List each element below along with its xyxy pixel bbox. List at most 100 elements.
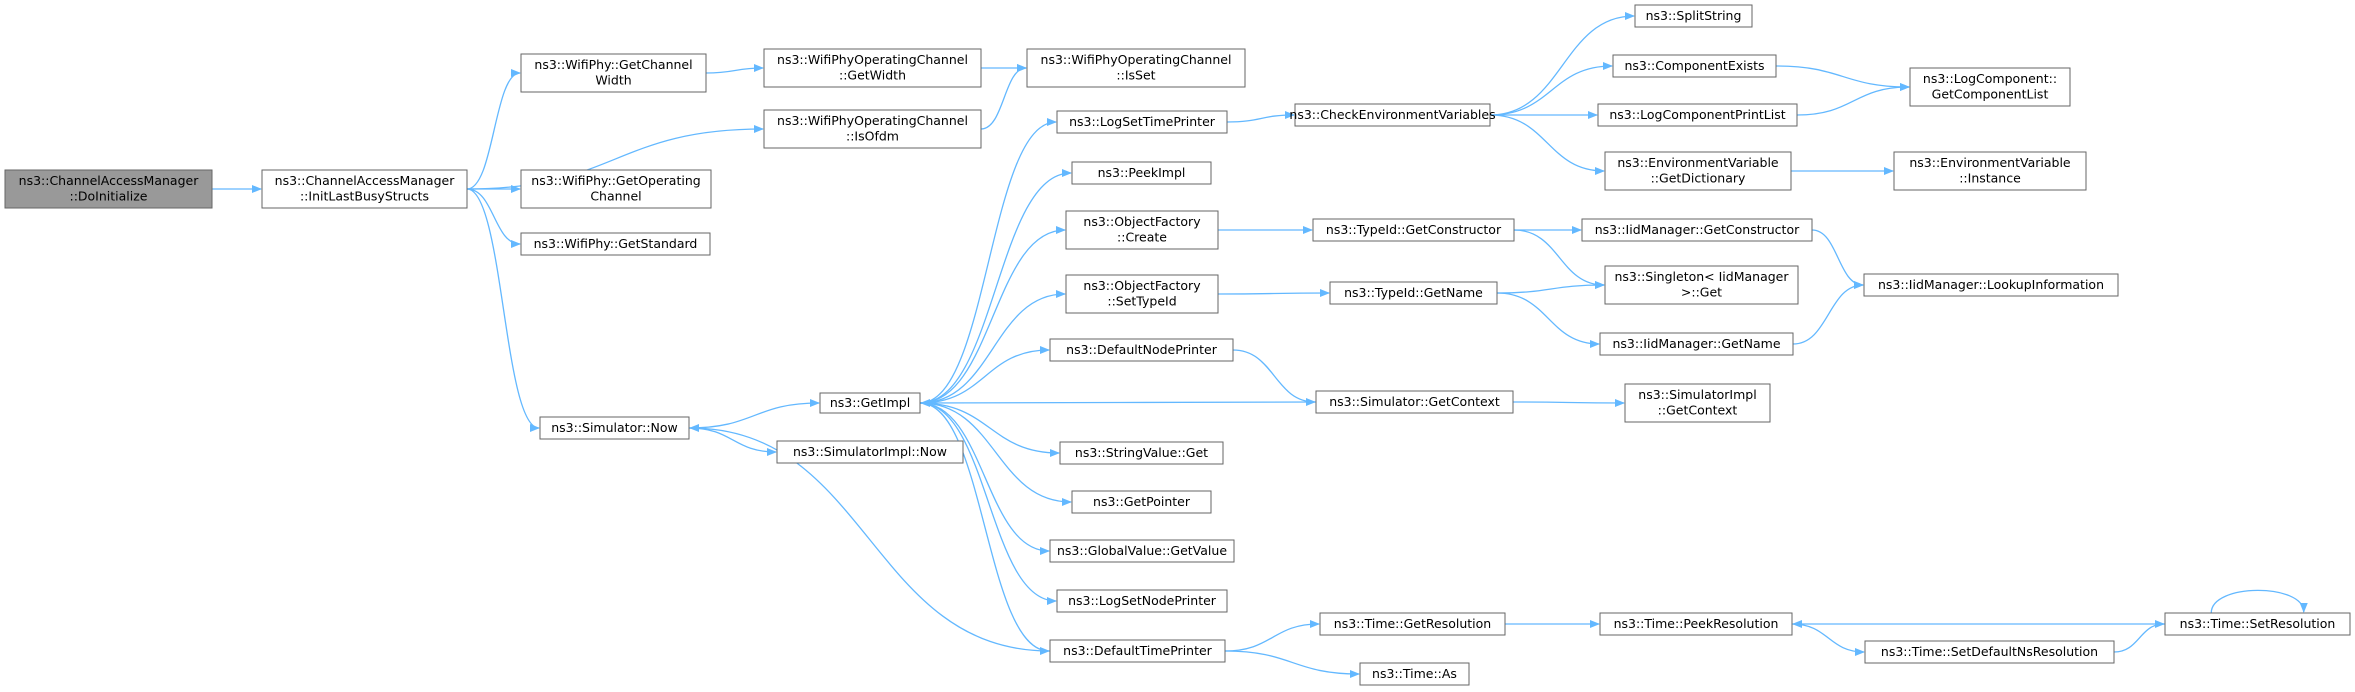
edge-iidmanager-getconstructor-to-iidmanager-lookupinformation (1811, 229, 1864, 289)
node-label: ns3::WifiPhyOperatingChannel (1041, 52, 1232, 67)
node-box (520, 53, 707, 93)
node-simulatorimpl-getcontext[interactable]: ns3::SimulatorImpl::GetContext (1624, 383, 1771, 423)
node-label: ::GetWidth (839, 68, 906, 83)
node-box (2164, 612, 2351, 636)
node-objectfactory-settypeid[interactable]: ns3::ObjectFactory::SetTypeId (1065, 274, 1219, 314)
node-globalvalue-getvalue[interactable]: ns3::GlobalValue::GetValue (1049, 539, 1235, 563)
edge-getimpl-to-globalvalue-getvalue (919, 402, 1050, 555)
node-box (1315, 390, 1514, 414)
node-defaulttimeprinter[interactable]: ns3::DefaultTimePrinter (1049, 639, 1226, 663)
edge-defaultnodeprinter-to-simulator-getcontext (1232, 349, 1316, 406)
node-box (1599, 332, 1794, 356)
node-simulatorimpl-now[interactable]: ns3::SimulatorImpl::Now (776, 440, 964, 464)
node-label: ns3::IidManager::GetName (1612, 336, 1780, 351)
node-box (1049, 639, 1226, 663)
node-simulator-now[interactable]: ns3::Simulator::Now (539, 416, 690, 440)
node-logcomponentprintlist[interactable]: ns3::LogComponentPrintList (1597, 103, 1798, 127)
node-wifiphyoperatingchannel-isofdm[interactable]: ns3::WifiPhyOperatingChannel::IsOfdm (763, 109, 982, 149)
node-box (1056, 589, 1228, 613)
node-label: ns3::StringValue::Get (1075, 445, 1208, 460)
node-label: ns3::WifiPhyOperatingChannel (777, 113, 968, 128)
node-label: ns3::ObjectFactory (1083, 214, 1201, 229)
node-box (1294, 103, 1491, 127)
edge-defaulttimeprinter-to-time-getresolution (1224, 620, 1320, 652)
node-box (1329, 281, 1498, 305)
node-componentexists[interactable]: ns3::ComponentExists (1612, 54, 1777, 78)
node-box (1065, 274, 1219, 314)
node-typeid-getconstructor[interactable]: ns3::TypeId::GetConstructor (1312, 218, 1515, 242)
node-label: ns3::WifiPhy::GetOperating (531, 173, 700, 188)
edge-getimpl-to-stringvalue-get (919, 402, 1060, 457)
edge-getimpl-to-objectfactory-settypeid (919, 290, 1066, 404)
node-checkenvironmentvariables[interactable]: ns3::CheckEnvironmentVariables (1289, 103, 1496, 127)
edge-objectfactory-settypeid-to-typeid-getname (1217, 289, 1330, 298)
node-box (1049, 539, 1235, 563)
node-label: ns3::SimulatorImpl (1638, 387, 1756, 402)
node-logsetnodeprinter[interactable]: ns3::LogSetNodePrinter (1056, 589, 1228, 613)
nodes-layer: ns3::ChannelAccessManager::DoInitializen… (4, 4, 2351, 686)
node-getpointer[interactable]: ns3::GetPointer (1071, 490, 1212, 514)
node-label: ns3::CheckEnvironmentVariables (1289, 107, 1495, 122)
node-label: ::Instance (1959, 171, 2021, 186)
node-wifiphyoperatingchannel-isset[interactable]: ns3::WifiPhyOperatingChannel::IsSet (1026, 48, 1246, 88)
node-time-as[interactable]: ns3::Time::As (1359, 662, 1470, 686)
node-time-peekresolution[interactable]: ns3::Time::PeekResolution (1599, 612, 1793, 636)
node-label: ns3::PeekImpl (1098, 165, 1186, 180)
edge-simulator-now-to-getimpl (688, 399, 820, 429)
node-label: ns3::WifiPhy::GetStandard (534, 236, 698, 251)
edge-checkenvironmentvariables-to-componentexists (1489, 62, 1613, 116)
node-box (1049, 338, 1234, 362)
node-label: ns3::LogComponentPrintList (1609, 107, 1785, 122)
node-iidmanager-getname[interactable]: ns3::IidManager::GetName (1599, 332, 1794, 356)
node-iidmanager-lookupinformation[interactable]: ns3::IidManager::LookupInformation (1863, 273, 2119, 297)
node-wifiphyoperatingchannel-getwidth[interactable]: ns3::WifiPhyOperatingChannel::GetWidth (763, 48, 982, 88)
node-defaultnodeprinter[interactable]: ns3::DefaultNodePrinter (1049, 338, 1234, 362)
node-singleton-iidmanager-get[interactable]: ns3::Singleton< IidManager>::Get (1604, 265, 1799, 305)
node-environmentvariable-instance[interactable]: ns3::EnvironmentVariable::Instance (1893, 151, 2087, 191)
node-label: ns3::Time::PeekResolution (1614, 616, 1779, 631)
node-objectfactory-create[interactable]: ns3::ObjectFactory::Create (1065, 210, 1219, 250)
node-label: GetComponentList (1932, 87, 2049, 102)
node-label: ::IsOfdm (846, 129, 899, 144)
node-channelaccessmanager-doinitialize[interactable]: ns3::ChannelAccessManager::DoInitialize (4, 169, 213, 209)
node-box (1634, 4, 1753, 28)
edge-getimpl-to-defaultnodeprinter (919, 346, 1050, 404)
node-time-setdefaultnsresolution[interactable]: ns3::Time::SetDefaultNsResolution (1864, 640, 2115, 664)
node-typeid-getname[interactable]: ns3::TypeId::GetName (1329, 281, 1498, 305)
node-channelaccessmanager-initlastbusystructs[interactable]: ns3::ChannelAccessManager::InitLastBusyS… (261, 169, 468, 209)
node-box (1893, 151, 2087, 191)
edge-typeid-getconstructor-to-singleton-iidmanager-get (1513, 229, 1605, 289)
node-label: ns3::IidManager::GetConstructor (1595, 222, 1800, 237)
node-box (1026, 48, 1246, 88)
edge-getimpl-to-logsetnodeprinter (919, 402, 1057, 605)
node-logsettimeprinter[interactable]: ns3::LogSetTimePrinter (1056, 110, 1228, 134)
node-box (1319, 612, 1506, 636)
node-wifiphy-getstandard[interactable]: ns3::WifiPhy::GetStandard (520, 232, 711, 256)
node-simulator-getcontext[interactable]: ns3::Simulator::GetContext (1315, 390, 1514, 414)
node-label: ns3::Time::SetDefaultNsResolution (1881, 644, 2098, 659)
edge-channelaccessmanager-initlastbusystructs-to-simulator-now (466, 188, 540, 432)
node-label: ns3::SplitString (1646, 8, 1742, 23)
node-stringvalue-get[interactable]: ns3::StringValue::Get (1059, 441, 1224, 465)
node-box (4, 169, 213, 209)
node-environmentvariable-getdictionary[interactable]: ns3::EnvironmentVariable::GetDictionary (1604, 151, 1792, 191)
node-iidmanager-getconstructor[interactable]: ns3::IidManager::GetConstructor (1581, 218, 1813, 242)
node-time-setresolution[interactable]: ns3::Time::SetResolution (2164, 612, 2351, 636)
node-box (520, 169, 712, 209)
node-getimpl[interactable]: ns3::GetImpl (819, 392, 921, 414)
node-box (763, 109, 982, 149)
node-box (1071, 490, 1212, 514)
node-time-getresolution[interactable]: ns3::Time::GetResolution (1319, 612, 1506, 636)
node-label: ns3::DefaultNodePrinter (1066, 342, 1218, 357)
node-splitstring[interactable]: ns3::SplitString (1634, 4, 1753, 28)
node-label: ::GetDictionary (1651, 171, 1746, 186)
node-box (1597, 103, 1798, 127)
node-label: ns3::LogSetTimePrinter (1069, 114, 1216, 129)
node-label: ns3::Singleton< IidManager (1614, 269, 1789, 284)
edge-typeid-getname-to-singleton-iidmanager-get (1496, 281, 1605, 294)
node-peekimpl[interactable]: ns3::PeekImpl (1071, 161, 1212, 185)
node-box (1359, 662, 1470, 686)
node-logcomponent-getcomponentlist[interactable]: ns3::LogComponent::GetComponentList (1909, 67, 2071, 107)
